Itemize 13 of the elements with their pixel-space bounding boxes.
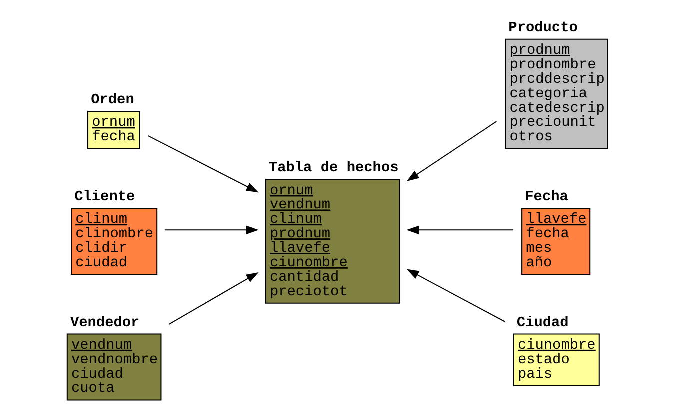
node-label: Producto	[508, 20, 578, 36]
node-label: Vendedor	[70, 314, 140, 331]
node-label: Ciudad	[516, 314, 568, 331]
arrow	[406, 268, 505, 322]
node-label: Fecha	[524, 188, 568, 205]
arrow	[168, 272, 258, 324]
arrow	[406, 120, 497, 182]
arrow	[148, 135, 258, 192]
arrow	[164, 225, 258, 234]
node-label: Orden	[90, 92, 134, 108]
arrow	[406, 225, 514, 234]
node-label: Cliente	[74, 188, 135, 205]
node-label: Tabla de hechos	[268, 160, 398, 176]
